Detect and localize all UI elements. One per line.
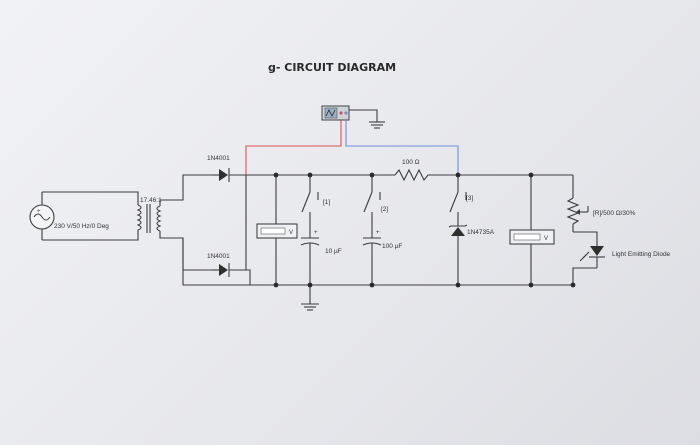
svg-text:+: +	[376, 230, 380, 236]
switch-2-label: [2]	[381, 206, 388, 213]
capacitor-2[interactable]: +	[362, 230, 382, 285]
zener-label: 1N4735A	[467, 229, 495, 236]
potentiometer[interactable]	[566, 175, 598, 246]
diagram-title: g- CIRCUIT DIAGRAM	[268, 61, 396, 74]
transformer-label: 17.46:1	[140, 197, 162, 204]
transformer[interactable]	[136, 174, 212, 271]
capacitor-2-label: 100 µF	[382, 243, 402, 250]
ac-source[interactable]: +	[29, 191, 139, 241]
oscilloscope-icon[interactable]	[321, 105, 350, 121]
voltmeter-1[interactable]: V	[256, 175, 298, 285]
switch-2[interactable]	[363, 175, 381, 238]
svg-text:+: +	[314, 230, 318, 236]
diode-top[interactable]	[212, 168, 246, 182]
switch-1[interactable]	[301, 175, 319, 238]
ground-icon	[349, 109, 385, 129]
switch-1-label: [1]	[323, 199, 330, 206]
voltmeter-2[interactable]: V	[509, 175, 555, 285]
zener-diode[interactable]	[448, 224, 468, 285]
svg-text:V: V	[544, 236, 548, 242]
probe-blue-wire	[345, 120, 459, 175]
led[interactable]	[572, 246, 605, 285]
resistor[interactable]	[394, 168, 431, 182]
diode-bottom[interactable]	[212, 263, 246, 277]
resistor-label: 100 Ω	[402, 159, 420, 166]
ground-icon	[301, 285, 319, 311]
svg-text:+: +	[37, 209, 41, 215]
wire-return	[182, 238, 250, 286]
capacitor-1[interactable]: +	[300, 230, 320, 285]
switch-3-label: [3]	[466, 195, 473, 202]
switch-3[interactable]	[449, 175, 467, 226]
diode-bottom-label: 1N4001	[207, 253, 230, 260]
diode-top-label: 1N4001	[207, 155, 230, 162]
svg-text:V: V	[289, 230, 293, 236]
capacitor-1-label: 10 µF	[325, 248, 342, 255]
wire-crossing	[245, 175, 251, 285]
probe-red-wire	[245, 120, 342, 175]
source-label: 230 V/50 Hz/0 Deg	[54, 223, 109, 230]
led-label: Light Emitting Diode	[612, 251, 671, 258]
junction-dots	[273, 172, 576, 288]
potentiometer-label: [R]/500 Ω/30%	[593, 210, 636, 217]
